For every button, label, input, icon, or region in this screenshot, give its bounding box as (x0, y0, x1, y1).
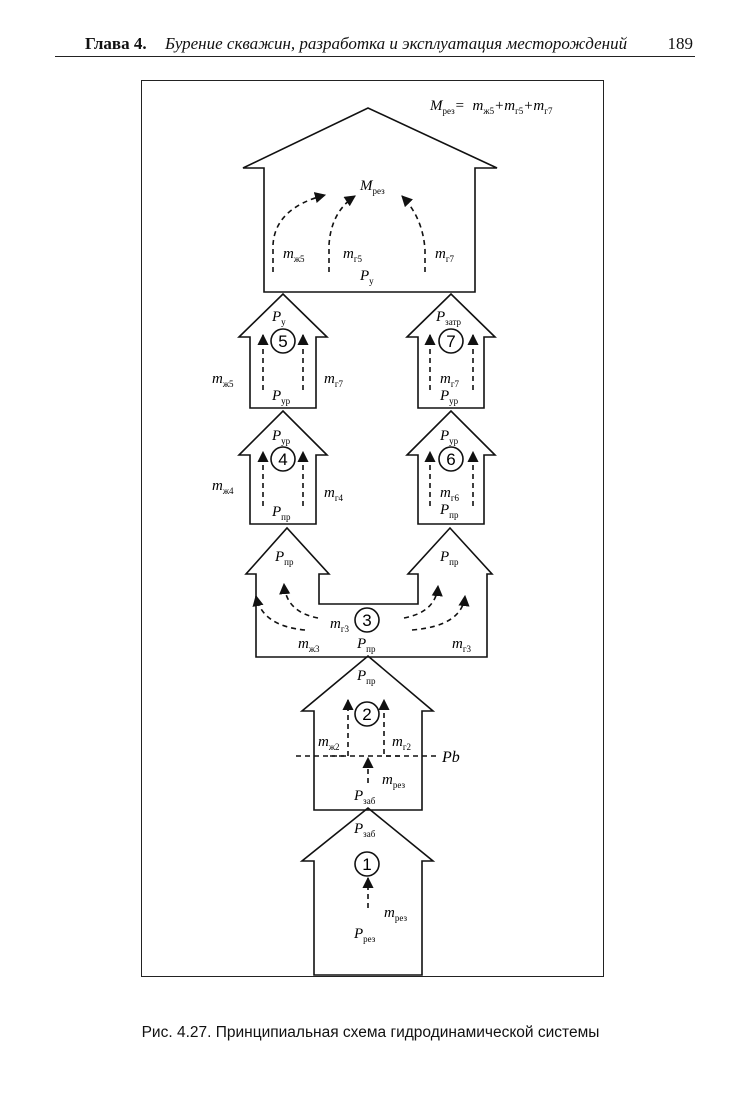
flow-block3-right-outer (411, 594, 470, 631)
flow-g5-top (328, 195, 356, 272)
block-3-bottom-pressure: Pпр (356, 636, 376, 654)
block-7-number: 7 (446, 332, 455, 351)
block-3-number: 3 (362, 611, 371, 630)
block-4-circle (270, 446, 296, 472)
block-1-bottom-pressure: Pрез (353, 926, 376, 944)
flow-block3-left-outer (252, 594, 306, 631)
top-m-g5: mг5 (343, 246, 363, 264)
block-7-inner-flow: mг7 (440, 371, 460, 389)
flow-block3-right-inner (403, 584, 443, 619)
chapter-title: Бурение скважин, разработка и эксплуатац… (165, 34, 628, 53)
block-7-bottom-pressure: Pур (439, 388, 459, 406)
block-6-outline (405, 409, 497, 525)
block-1-top-pressure: Pзаб (353, 821, 376, 839)
formula: Mрез= mж5+mг5+mг7 (429, 98, 553, 116)
figure-frame (141, 80, 604, 977)
block-5-number: 5 (278, 332, 287, 351)
top-m-rez: Mрез (359, 178, 385, 196)
block-6-inner-flow: mг6 (440, 485, 460, 503)
top-p-u: Pу (359, 268, 374, 286)
block-6-top-pressure: Pур (439, 428, 459, 446)
block-4-bottom-pressure: Pпр (271, 504, 291, 522)
flow-block2-left (330, 698, 354, 757)
block-3-outline (244, 526, 494, 658)
block-3-g3-right: mг3 (452, 636, 472, 654)
flow-zh5-top (272, 192, 327, 272)
block-5-top-pressure: Pу (271, 309, 286, 327)
block-4-right-flow: mг4 (324, 485, 344, 503)
flow-g7-top (401, 195, 426, 272)
block-2-number: 2 (362, 705, 371, 724)
block-4-left-flow: mж4 (212, 478, 234, 496)
block-6-circle (438, 446, 464, 472)
block-5-right-flow: mг7 (324, 371, 344, 389)
block-3-left-pressure: Pпр (274, 549, 294, 567)
flow-block3-left-inner (279, 582, 319, 619)
block-5-outline (237, 292, 329, 409)
block-2-bottom-pressure: Pзаб (353, 788, 376, 806)
figure-caption: Рис. 4.27. Принципиальная схема гидродин… (141, 1024, 600, 1041)
top-m-zh5: mж5 (283, 246, 305, 264)
top-block-outline (242, 107, 498, 293)
block-3-g3-left: mг3 (330, 616, 350, 634)
block-5-circle (270, 328, 296, 354)
block-3-right-pressure: Pпр (439, 549, 459, 567)
block-7-circle (438, 328, 464, 354)
block-7-outline (405, 292, 497, 409)
block-6-number: 6 (446, 450, 455, 469)
block-7-top-pressure: Pзатр (435, 309, 462, 327)
block-2-right-flow: mг2 (392, 734, 411, 752)
header-rule (55, 56, 695, 57)
block-4-top-pressure: Pур (271, 428, 291, 446)
running-header: Глава 4. Бурение скважин, разработка и э… (85, 30, 695, 56)
page-number: 189 (667, 34, 694, 53)
block-2-outline (299, 654, 436, 811)
block-5-left-flow: mж5 (212, 371, 234, 389)
block-2-left-flow: mж2 (318, 734, 340, 752)
pb-label: Pb (441, 749, 460, 766)
block-1-outline (299, 806, 436, 976)
block-3-circle (354, 607, 380, 633)
block-2-res-flow: mрез (382, 772, 405, 790)
block-1-circle (354, 851, 380, 877)
block-5-bottom-pressure: Pур (271, 388, 291, 406)
block-6-bottom-pressure: Pпр (439, 502, 459, 520)
block-4-outline (237, 409, 329, 525)
block-2-circle (354, 701, 380, 727)
block-4-number: 4 (278, 450, 287, 469)
block-2-top-pressure: Pпр (356, 668, 376, 686)
chapter-label: Глава 4. (85, 34, 147, 53)
block-3-zh3: mж3 (298, 636, 320, 654)
block-1-number: 1 (362, 855, 371, 874)
block-1-res-flow: mрез (384, 905, 407, 923)
top-m-g7: mг7 (435, 246, 455, 264)
